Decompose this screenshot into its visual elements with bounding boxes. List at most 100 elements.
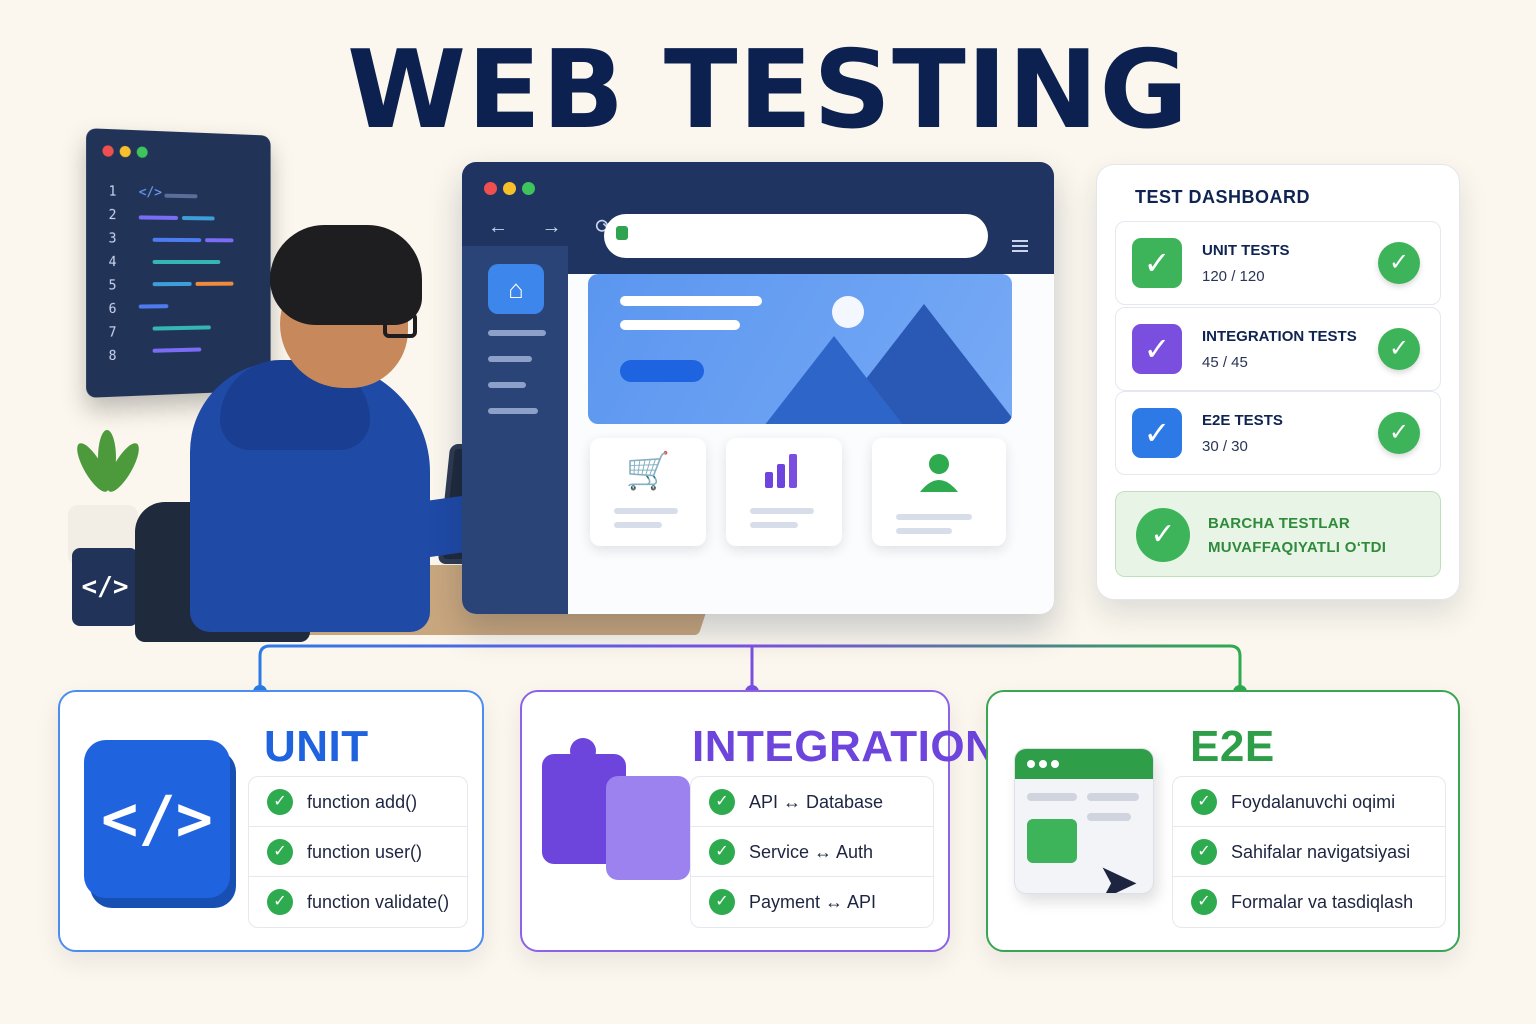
list-item[interactable]: ✓ Sahifalar navigatsiyasi — [1173, 827, 1445, 877]
line-number: 4 — [108, 254, 117, 271]
maximize-dot[interactable] — [522, 182, 535, 195]
list-item[interactable]: ✓ API ↔ Database — [691, 777, 933, 827]
window-dot — [1051, 760, 1059, 768]
code-tag-icon: </> — [138, 184, 162, 201]
address-bar[interactable] — [604, 214, 988, 258]
sidebar-item[interactable] — [488, 382, 526, 388]
window-line — [1087, 793, 1139, 801]
check-circle-icon: ✓ — [1378, 328, 1420, 370]
code-line — [152, 325, 211, 331]
list-item[interactable]: ✓ Service ↔ Auth — [691, 827, 933, 877]
e2e-panel: ➤ E2E ✓ Foydalanuvchi oqimi ✓ Sahifalar … — [986, 690, 1460, 952]
bar-chart-icon — [726, 450, 842, 499]
lock-icon — [616, 226, 628, 240]
line-number: 7 — [108, 325, 117, 341]
close-dot[interactable] — [484, 182, 497, 195]
integration-title: INTEGRATION — [692, 722, 998, 771]
item-label: Foydalanuvchi oqimi — [1231, 792, 1396, 812]
card-text-line — [614, 508, 678, 514]
check-circle-icon: ✓ — [709, 789, 735, 815]
window-line — [1027, 793, 1077, 801]
item-label: function user() — [307, 842, 423, 862]
dashboard-row-integration[interactable]: ✓ INTEGRATION TESTS 45 / 45 ✓ — [1115, 307, 1441, 391]
row-value: 30 / 30 — [1202, 438, 1248, 455]
window-line — [1087, 813, 1131, 821]
line-number: 5 — [108, 278, 117, 294]
code-line — [164, 193, 198, 199]
list-item[interactable]: ✓ function user() — [249, 827, 467, 877]
unit-title: UNIT — [264, 722, 369, 771]
item-label: Sahifalar navigatsiyasi — [1231, 842, 1411, 862]
unit-panel: </> UNIT ✓ function add() ✓ function use… — [58, 690, 484, 952]
row-name: E2E TESTS — [1202, 412, 1283, 429]
line-number: 2 — [108, 207, 117, 224]
line-number: 1 — [108, 184, 117, 200]
list-item[interactable]: ✓ Formalar va tasdiqlash — [1173, 877, 1445, 927]
check-circle-icon: ✓ — [267, 789, 293, 815]
check-circle-icon: ✓ — [267, 839, 293, 865]
check-circle-icon: ✓ — [1136, 508, 1190, 562]
list-item[interactable]: ✓ Payment ↔ API — [691, 877, 933, 927]
hero-text-line — [620, 296, 762, 306]
code-line — [138, 304, 169, 309]
card-text-line — [896, 514, 972, 520]
check-circle-icon: ✓ — [1378, 412, 1420, 454]
close-dot — [102, 145, 114, 157]
line-number: 6 — [108, 301, 117, 318]
user-card[interactable] — [872, 438, 1006, 546]
integration-panel: INTEGRATION ✓ API ↔ Database ✓ Service ↔… — [520, 690, 997, 952]
home-icon[interactable]: ⌂ — [488, 264, 544, 314]
dashboard-row-e2e[interactable]: ✓ E2E TESTS 30 / 30 ✓ — [1115, 391, 1441, 475]
card-text-line — [896, 528, 952, 534]
mountain-icon — [764, 336, 904, 424]
list-item[interactable]: ✓ function add() — [249, 777, 467, 827]
dashboard-row-unit[interactable]: ✓ UNIT TESTS 120 / 120 ✓ — [1115, 221, 1441, 305]
sidebar-item[interactable] — [488, 356, 532, 362]
browser-nav-icons[interactable]: ← → ⟳ — [488, 216, 626, 238]
checkbox-icon: ✓ — [1132, 324, 1182, 374]
check-circle-icon: ✓ — [709, 839, 735, 865]
minimize-dot[interactable] — [503, 182, 516, 195]
pass-line-2: MUVAFFAQIYATLI O‘TDI — [1208, 539, 1387, 556]
row-name: UNIT TESTS — [1202, 242, 1290, 259]
window-dot — [1039, 760, 1047, 768]
coffee-mug: </> — [72, 548, 138, 626]
row-value: 120 / 120 — [1202, 268, 1265, 285]
row-value: 45 / 45 — [1202, 354, 1248, 371]
analytics-card[interactable] — [726, 438, 842, 546]
code-editor-window: 1 2 3 4 5 6 7 8 </> — [86, 128, 271, 398]
hero-banner — [588, 274, 1012, 424]
maximize-dot — [136, 146, 148, 158]
checkbox-icon: ✓ — [1132, 238, 1182, 288]
all-tests-passed-banner: ✓ BARCHA TESTLAR MUVAFFAQIYATLI O‘TDI — [1115, 491, 1441, 577]
integration-list: ✓ API ↔ Database ✓ Service ↔ Auth ✓ Paym… — [690, 776, 934, 928]
minimize-dot — [119, 145, 131, 158]
puzzle-knob — [570, 738, 596, 764]
row-name: INTEGRATION TESTS — [1202, 328, 1357, 345]
checkbox-icon: ✓ — [1132, 408, 1182, 458]
page-title: WEB TESTING — [347, 28, 1189, 153]
sidebar-item[interactable] — [488, 408, 538, 414]
item-label: function validate() — [307, 892, 450, 912]
product-card[interactable]: 🛒 — [590, 438, 706, 546]
check-circle-icon: ✓ — [1191, 839, 1217, 865]
hero-button[interactable] — [620, 360, 704, 382]
pass-line-1: BARCHA TESTLAR — [1208, 515, 1350, 532]
window-controls — [484, 182, 535, 195]
hamburger-menu-icon[interactable] — [1012, 240, 1028, 252]
window-titlebar — [1015, 749, 1153, 779]
user-icon — [872, 450, 1006, 505]
code-line — [195, 281, 234, 286]
sidebar-item[interactable] — [488, 330, 546, 336]
hero-text-line — [620, 320, 740, 330]
list-item[interactable]: ✓ function validate() — [249, 877, 467, 927]
code-line — [152, 347, 202, 353]
code-line — [138, 215, 179, 220]
e2e-list: ✓ Foydalanuvchi oqimi ✓ Sahifalar naviga… — [1172, 776, 1446, 928]
unit-list: ✓ function add() ✓ function user() ✓ fun… — [248, 776, 468, 928]
dashboard-title: TEST DASHBOARD — [1135, 187, 1311, 207]
e2e-title: E2E — [1190, 722, 1275, 771]
item-label: API ↔ Database — [749, 792, 884, 812]
list-item[interactable]: ✓ Foydalanuvchi oqimi — [1173, 777, 1445, 827]
item-label: Service ↔ Auth — [749, 842, 874, 862]
